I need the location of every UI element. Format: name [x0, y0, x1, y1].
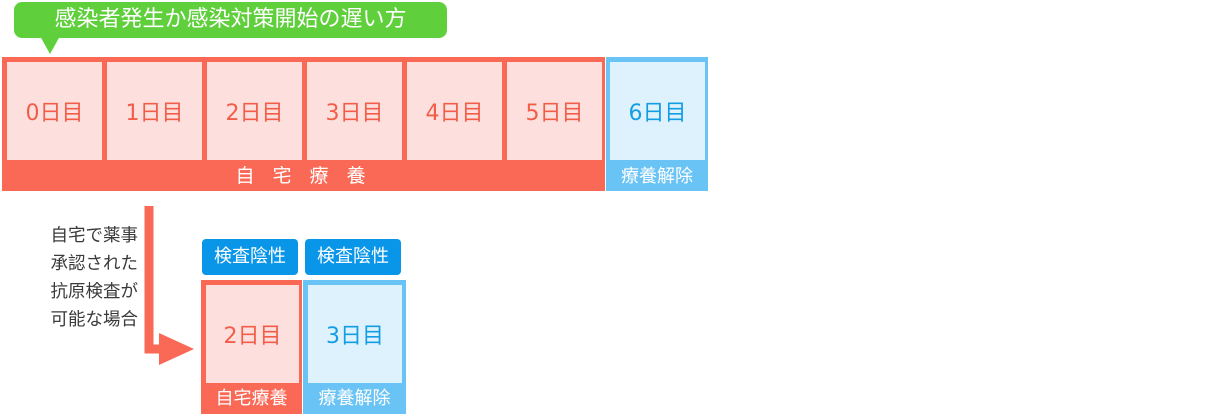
- day-cell-6: 6日目: [610, 62, 705, 160]
- day-label: 4日目: [425, 101, 484, 126]
- day-cell-5: 5日目: [507, 62, 602, 160]
- day-label: 1日目: [125, 101, 184, 126]
- day-cell-1: 1日目: [107, 62, 202, 160]
- note-line: 自宅で薬事: [50, 226, 139, 246]
- home-treatment-frame: [2, 57, 605, 191]
- day-cell-4: 4日目: [407, 62, 502, 160]
- arrow-shaft: [144, 206, 160, 354]
- day-cell-3: 3日目: [307, 62, 402, 160]
- title-pointer: [40, 36, 60, 54]
- note-line: 抗原検査が: [50, 282, 139, 302]
- note-line: 承認された: [50, 254, 139, 274]
- day-cell-2: 2日目: [207, 62, 302, 160]
- title-text: 感染者発生か感染対策開始の遅い方: [54, 7, 407, 32]
- day-label: 2日目: [225, 101, 284, 126]
- short-home-label: 自宅療養: [215, 388, 288, 409]
- day-cell-0: 0日目: [7, 62, 102, 160]
- test-negative-badge: 検査陰性: [202, 239, 298, 275]
- test-negative-badge: 検査陰性: [305, 239, 401, 275]
- title-bubble: 感染者発生か感染対策開始の遅い方: [14, 2, 447, 38]
- day-label: 3日目: [325, 101, 384, 126]
- short-day-cell-3: 3日目: [308, 285, 402, 383]
- release-label: 療養解除: [621, 166, 693, 187]
- day-label: 2日目: [223, 324, 282, 349]
- day-label: 6日目: [628, 101, 687, 126]
- short-day-cell-2: 2日目: [206, 285, 299, 383]
- day-label: 5日目: [525, 101, 584, 126]
- condition-note: 自宅で薬事 承認された 抗原検査が 可能な場合: [14, 222, 139, 334]
- home-treatment-label: 自 宅 療 養: [235, 165, 372, 187]
- short-release-label: 療養解除: [318, 388, 391, 409]
- arrow-head: [159, 333, 194, 365]
- day-label: 0日目: [25, 101, 84, 126]
- day-label: 3日目: [326, 324, 384, 349]
- note-line: 可能な場合: [50, 310, 139, 330]
